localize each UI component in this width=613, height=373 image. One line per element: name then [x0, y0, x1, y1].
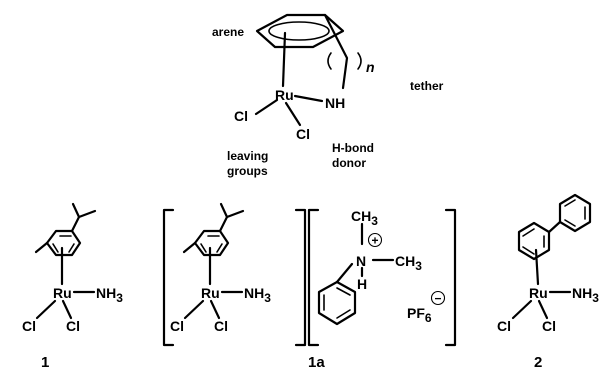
bracket-left [307, 208, 320, 347]
ru-cl-bond [61, 299, 73, 320]
nh3-label: NH3 [244, 285, 271, 305]
ring-inner-bond [52, 243, 59, 253]
compound-number: 1 [41, 354, 49, 371]
compound-number: 1a [308, 354, 325, 371]
ring-inner-bond [336, 287, 351, 296]
ru-cl-bond [511, 299, 533, 320]
cl-right-label: Cl [66, 318, 80, 334]
ru-cl-bond-right [284, 101, 302, 127]
cl-left-label: Cl [22, 318, 36, 334]
ring-inner-bond [336, 309, 351, 319]
h-label: H [357, 276, 367, 292]
arene-ring [255, 13, 345, 49]
isopropyl-group [70, 202, 81, 233]
h-bond-donor-line1: H-bond [332, 141, 374, 155]
bracket-right [444, 208, 457, 347]
nh-label: NH [325, 95, 345, 111]
ru-label: Ru [53, 285, 72, 301]
cl-left-label: Cl [234, 108, 248, 124]
benzyl-ring [317, 280, 357, 326]
isopropyl-group [218, 202, 229, 233]
pf6-label: PF6 [407, 305, 432, 325]
ch3-right-label: CH3 [395, 253, 422, 273]
cl-right-label: Cl [214, 318, 228, 334]
tether-paren-left [327, 52, 332, 70]
cymene-ring [45, 229, 82, 257]
arene-label: arene [212, 25, 244, 39]
isopropyl-methyl [77, 209, 97, 219]
leaving-groups-line2: groups [227, 164, 268, 178]
ru-label: Ru [275, 87, 294, 103]
ru-label: Ru [529, 285, 548, 301]
counterion-salt: + CH3 N CH3 H PF6 − [307, 208, 457, 347]
leaving-groups-line1: leaving [227, 149, 268, 163]
ring-inner-bond [564, 219, 576, 227]
ch3-top-label: CH3 [351, 208, 378, 228]
ru-cl-bond [537, 299, 549, 320]
ring-inner-bond [68, 243, 75, 253]
bracket-left [162, 208, 175, 347]
n-benzyl-bond [335, 262, 354, 284]
tether-paren-right [357, 52, 362, 70]
ru-cl-bond [183, 299, 205, 320]
biphenyl-link [547, 220, 562, 234]
n-label: N [356, 253, 366, 269]
positive-charge-circle [367, 232, 383, 248]
generic-tethered-complex: arene n tether Ru NH Cl Cl leaving group… [212, 13, 444, 178]
tether-chain [323, 13, 349, 90]
ring-inner-bond [200, 243, 207, 253]
compound-2: Ru NH3 Cl Cl 2 [497, 193, 599, 371]
isopropyl-methyl [225, 209, 245, 219]
ring-inner-bond [522, 246, 535, 255]
cymene-ring [193, 229, 230, 257]
cl-right-label: Cl [296, 126, 310, 142]
ru-cl-bond [209, 299, 221, 320]
positive-charge: + [371, 234, 378, 248]
ru-nh-bond [293, 94, 324, 103]
negative-charge-circle [430, 290, 446, 306]
cl-right-label: Cl [542, 318, 556, 334]
cl-left-label: Cl [497, 318, 511, 334]
ring-inner-bond [564, 199, 576, 207]
bracket-right [294, 208, 307, 347]
arene-aromatic-circle [268, 21, 330, 41]
ru-label: Ru [201, 285, 220, 301]
methyl-group [34, 241, 49, 254]
tether-n-subscript: n [366, 59, 375, 75]
ring-inner-bond [522, 228, 535, 237]
h-bond-donor-line2: donor [332, 156, 366, 170]
tether-label: tether [410, 79, 444, 93]
cl-left-label: Cl [170, 318, 184, 334]
arene-ru-bond [281, 31, 287, 88]
compound-1a: Ru NH3 Cl Cl 1a [162, 202, 325, 371]
nh3-label: NH3 [572, 285, 599, 305]
nh3-label: NH3 [96, 285, 123, 305]
ring-inner-bond [216, 243, 223, 253]
ru-cl-bond-left [254, 98, 279, 116]
arene-ru-bond [534, 248, 540, 286]
negative-charge: − [434, 292, 441, 306]
phenyl-ring [558, 193, 592, 233]
compound-1: Ru NH3 Cl Cl 1 [22, 202, 123, 371]
ru-cl-bond [35, 299, 57, 320]
compound-number: 2 [534, 354, 542, 371]
methyl-group [182, 241, 197, 254]
